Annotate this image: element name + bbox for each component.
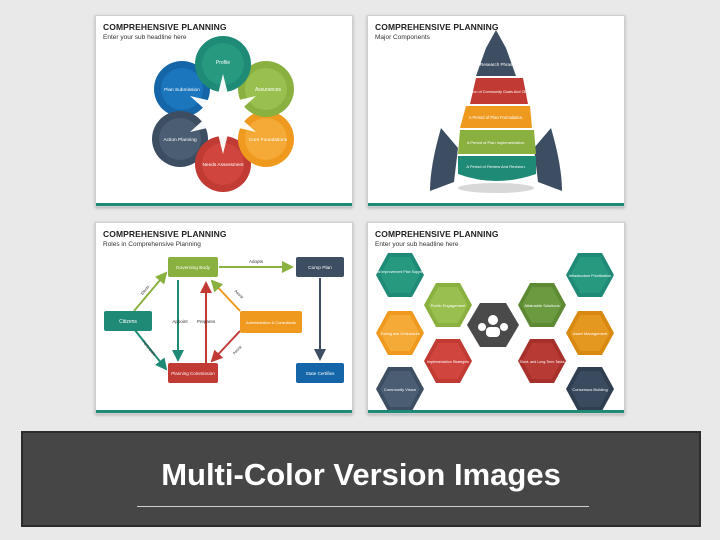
hex-label-9: Short- and Long-Term Tasks <box>519 360 564 364</box>
stage-label-4: A Period of Plan Implementation. <box>467 140 525 145</box>
petal-number-1: 01 <box>219 91 227 98</box>
hex-label-3: Zoning and Ordinances <box>380 332 420 336</box>
slide-title: COMPREHENSIVE PLANNING <box>375 229 499 239</box>
node-comp-plan <box>296 257 344 277</box>
petal-number-3: 03 <box>237 121 245 128</box>
slide-subtitle: Enter your sub headline here <box>375 241 459 248</box>
node-label-governing: Governing Body <box>176 265 211 271</box>
petal-2 <box>238 61 294 117</box>
petal-3 <box>238 111 294 167</box>
slide-subtitle: Roles in Comprehensive Planning <box>103 241 201 248</box>
node-label-comp: Comp Plan <box>308 265 332 271</box>
stage-5 <box>458 156 536 181</box>
title-banner: Multi-Color Version Images <box>21 431 701 527</box>
hex-label-4: Implementation Strategies <box>427 360 469 364</box>
petal-number-5: 05 <box>201 121 209 128</box>
petal-label-6: Plan Submission <box>164 87 200 93</box>
edge-label-assist-bottom: Assist <box>231 344 243 356</box>
slide-title: COMPREHENSIVE PLANNING <box>103 22 227 32</box>
petal-4 <box>195 136 251 192</box>
edge-label-participate: Participate <box>141 339 157 357</box>
banner-title: Multi-Color Version Images <box>161 457 561 492</box>
node-label-state: State Certifies <box>306 371 336 376</box>
node-label-citizens: Citizens <box>119 319 137 325</box>
flower-diagram: 01 02 03 04 05 06 Profile Assurances Cor… <box>152 36 294 192</box>
slide-subtitle: Enter your sub headline here <box>103 34 187 41</box>
rocket-diagram: A Research Phrase. Clarification of Comm… <box>430 30 562 193</box>
petal-label-1: Profile <box>216 60 230 66</box>
petal-label-4: Needs Assessment <box>202 162 244 168</box>
petal-label-3: Core Foundations <box>249 137 288 143</box>
slide-title: COMPREHENSIVE PLANNING <box>103 229 227 239</box>
node-governing-body <box>168 257 218 277</box>
roles-flowchart: Adopts Elects Participate Appoint Prepar… <box>104 257 344 383</box>
stage-label-1: A Research Phrase. <box>476 62 516 67</box>
node-citizens <box>104 311 152 331</box>
stage-1 <box>476 30 516 76</box>
stage-label-2: Clarification of Community Goals And Obj… <box>458 90 541 94</box>
slide-thumbnail-rocket[interactable]: COMPREHENSIVE PLANNING Major Components … <box>367 15 625 207</box>
hex-label-6: Infrastructure Prioritization <box>569 274 611 278</box>
hex-label-2: Public Engagement <box>431 303 467 308</box>
node-state-certifies <box>296 363 344 383</box>
stage-label-5: A Period of Review And Revision. <box>466 164 525 169</box>
slide-title: COMPREHENSIVE PLANNING <box>375 22 499 32</box>
stage-3 <box>460 106 532 128</box>
petal-label-2: Assurances <box>255 87 282 93</box>
hexagon-diagram: Capital Improvement Plan Supplement Publ… <box>369 253 614 411</box>
people-icon <box>488 315 498 325</box>
hex-label-7: Attainable Solutions <box>524 303 559 308</box>
edge-label-appoint: Appoint <box>172 319 188 324</box>
node-label-admin: Administration & Consultants <box>246 320 296 325</box>
slide-thumbnail-flower[interactable]: COMPREHENSIVE PLANNING Enter your sub he… <box>95 15 353 207</box>
petal-label-5: Action Planning <box>163 137 197 143</box>
hex-label-10: Consensus Building <box>572 387 607 392</box>
petal-number-2: 02 <box>237 102 245 109</box>
petal-1 <box>195 36 251 92</box>
hex-label-8: Asset Management <box>573 331 608 336</box>
petal-number-4: 04 <box>219 132 227 139</box>
node-planning-commission <box>168 363 218 383</box>
edge-label-adopts: Adopts <box>249 259 264 264</box>
banner-underline <box>137 506 589 507</box>
petal-number-6: 06 <box>201 102 209 109</box>
stage-2 <box>470 78 528 104</box>
petal-6 <box>154 61 210 117</box>
hex-label-1: Capital Improvement Plan Supplement <box>369 270 431 274</box>
node-administration <box>240 311 302 333</box>
stage-label-3: A Period of Plan Formulation. <box>469 115 523 120</box>
edge-label-elects: Elects <box>139 284 150 296</box>
edge-label-prepares: Prepares <box>197 319 216 324</box>
stage-4 <box>458 130 536 154</box>
slide-thumbnail-roles[interactable]: COMPREHENSIVE PLANNING Roles in Comprehe… <box>95 222 353 414</box>
node-label-commission: Planning Commission <box>171 371 215 376</box>
slide-subtitle: Major Components <box>375 34 430 41</box>
petal-5 <box>152 111 208 167</box>
hex-label-5: Community Vision <box>384 387 416 392</box>
slide-thumbnail-hexagons[interactable]: COMPREHENSIVE PLANNING Enter your sub he… <box>367 222 625 414</box>
edge-label-assist-top: Assist <box>234 288 246 300</box>
center-hexagon <box>467 303 519 347</box>
